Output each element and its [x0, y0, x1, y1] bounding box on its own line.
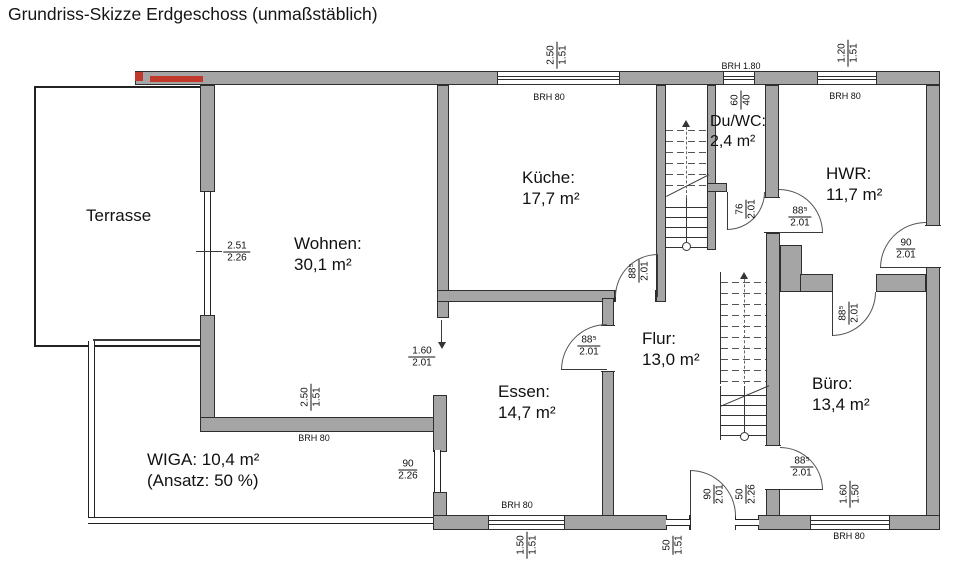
room-label-essen: Essen:14,7 m²: [498, 382, 556, 423]
room-label-flur: Flur:13,0 m²: [642, 329, 700, 370]
stair1-guide-line: [686, 198, 687, 242]
red-highlight-mark: [150, 76, 203, 82]
stair1-direction-arrow: [682, 120, 690, 127]
duwc-door-leaf: [727, 192, 728, 230]
wall-wohnen-west-pier-north: [200, 85, 215, 192]
room-label-duwc: Du/WC:2,4 m²: [710, 113, 766, 150]
room-label-wiga: WIGA: 10,4 m²(Ansatz: 50 %): [147, 450, 260, 491]
brh-buero-window: BRH 80: [833, 531, 865, 541]
wall-stair1-east: [707, 85, 716, 250]
hwr-door-opening: [764, 197, 780, 233]
terrasse-window-tick: [196, 251, 222, 252]
wall-kueche-flur: [437, 290, 615, 302]
wiga-glass-wall-west: [88, 341, 95, 523]
stair2-direction-arrow: [740, 272, 748, 279]
stair2-lower-treads: [720, 386, 766, 440]
wall-essen-west-pier-bottom: [433, 492, 447, 516]
entry-sidelight-right-glass: [735, 519, 759, 526]
wall-corner-chunk: [780, 245, 802, 292]
brh-duwc-window: BRH 1.80: [721, 61, 761, 71]
room-label-kueche: Küche:17,7 m²: [522, 168, 580, 209]
buero-south-door-leaf: [780, 489, 823, 490]
wiga-door-glass: [434, 450, 441, 492]
wall-exterior-east: [926, 85, 940, 530]
stair1-guide-dashed: [686, 122, 687, 198]
wall-wohnen-west-pier-south: [200, 315, 215, 432]
opening-arrow-line: [441, 320, 442, 342]
brh-wiga-window: BRH 80: [298, 433, 330, 443]
kueche-door-leaf: [657, 254, 658, 297]
wiga-glass-wall-south: [88, 517, 437, 524]
hwr-exterior-door-opening: [925, 225, 941, 268]
room-label-wohnen: Wohnen:30,1 m²: [294, 234, 362, 275]
entry-door-opening: [690, 515, 736, 530]
entry-sidelight-left-glass: [666, 519, 690, 526]
room-label-buero: Büro:13,4 m²: [812, 374, 870, 415]
window-kueche: [497, 71, 620, 85]
window-hwr: [817, 71, 877, 85]
brh-kueche-window: BRH 80: [533, 92, 565, 102]
window-duwc: [723, 71, 755, 85]
buero-south-door-opening: [765, 445, 781, 490]
stair2-upper-treads: [720, 272, 766, 384]
brh-hwr-window: BRH 80: [829, 91, 861, 101]
room-label-hwr: HWR:11,7 m²: [826, 164, 883, 205]
brh-essen-window: BRH 80: [501, 500, 533, 510]
terrasse-outline: [34, 86, 210, 347]
room-label-terrasse: Terrasse: [86, 206, 152, 225]
wall-duwc-south-stub: [707, 183, 727, 192]
essen-door-leaf: [561, 369, 607, 370]
wall-essen-west-pier-top: [433, 395, 447, 452]
opening-arrow-head: [438, 342, 446, 349]
entry-door-leaf: [690, 470, 691, 516]
page-title: Grundriss-Skizze Erdgeschoss (unmaßstäbl…: [8, 4, 378, 24]
stair2-guide-line: [744, 386, 745, 432]
red-highlight-notch: [135, 72, 143, 81]
hwr-door-leaf: [779, 232, 823, 233]
buero-north-door-leaf: [832, 292, 833, 336]
wall-wohnen-kueche: [437, 85, 449, 318]
wall-wohnen-south: [200, 417, 447, 432]
buero-north-door-opening: [832, 274, 877, 292]
window-buero: [810, 515, 890, 530]
wall-stair1-west: [656, 85, 666, 302]
stair2-guide-dashed: [744, 274, 745, 384]
window-essen: [488, 515, 565, 530]
stair1-start-circle: [682, 242, 691, 251]
stair2-start-circle: [740, 432, 749, 441]
terrasse-window-glass: [204, 192, 211, 315]
wiga-edge-north: [93, 339, 203, 341]
hwr-exterior-door-leaf: [880, 267, 926, 268]
